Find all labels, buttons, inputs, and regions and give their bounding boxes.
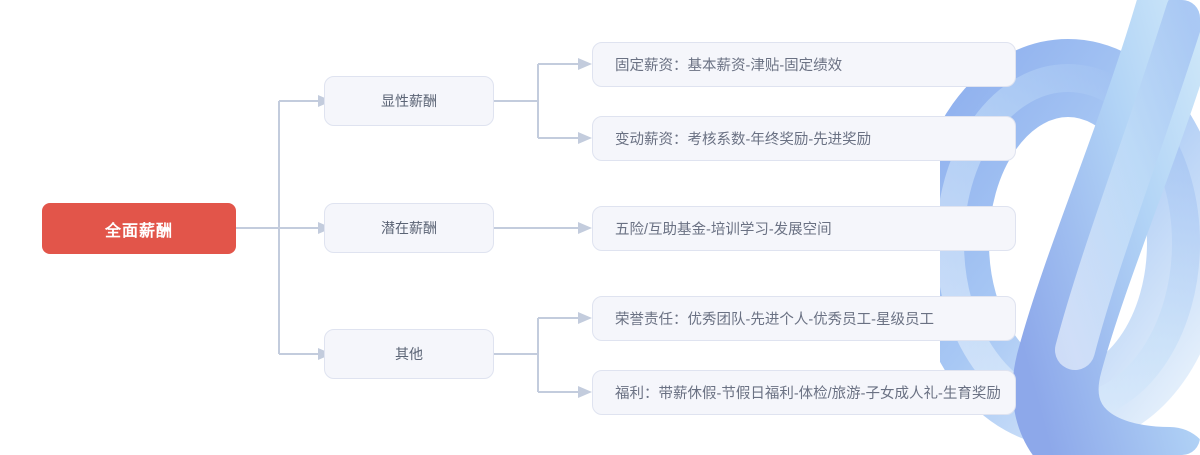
leaf-node-welfare-label: 福利：带薪休假-节假日福利-体检/旅游-子女成人礼-生育奖励 <box>615 386 1001 402</box>
leaf-node-variable-salary[interactable]: 变动薪资：考核系数-年终奖励-先进奖励 <box>592 116 1016 161</box>
branch-node-1-label: 显性薪酬 <box>381 93 437 109</box>
root-node-label: 全面薪酬 <box>104 222 173 240</box>
leaf-node-welfare[interactable]: 福利：带薪休假-节假日福利-体检/旅游-子女成人礼-生育奖励 <box>592 370 1016 415</box>
branch-node-2-label: 潜在薪酬 <box>381 220 437 236</box>
root-node[interactable]: 全面薪酬 <box>42 203 236 254</box>
leaf-node-potential-benefits[interactable]: 五险/互助基金-培训学习-发展空间 <box>592 206 1016 251</box>
branch-node-3[interactable]: 其他 <box>324 329 494 379</box>
leaf-node-honor-label: 荣誉责任：优秀团队-先进个人-优秀员工-星级员工 <box>615 312 934 328</box>
branch-node-2[interactable]: 潜在薪酬 <box>324 203 494 253</box>
leaf-node-honor[interactable]: 荣誉责任：优秀团队-先进个人-优秀员工-星级员工 <box>592 296 1016 341</box>
leaf-node-variable-salary-label: 变动薪资：考核系数-年终奖励-先进奖励 <box>615 132 872 148</box>
leaf-node-fixed-salary[interactable]: 固定薪资：基本薪资-津贴-固定绩效 <box>592 42 1016 87</box>
leaf-node-fixed-salary-label: 固定薪资：基本薪资-津贴-固定绩效 <box>615 58 843 74</box>
branch-node-3-label: 其他 <box>395 346 423 362</box>
branch-node-1[interactable]: 显性薪酬 <box>324 76 494 126</box>
leaf-node-potential-benefits-label: 五险/互助基金-培训学习-发展空间 <box>615 222 832 238</box>
